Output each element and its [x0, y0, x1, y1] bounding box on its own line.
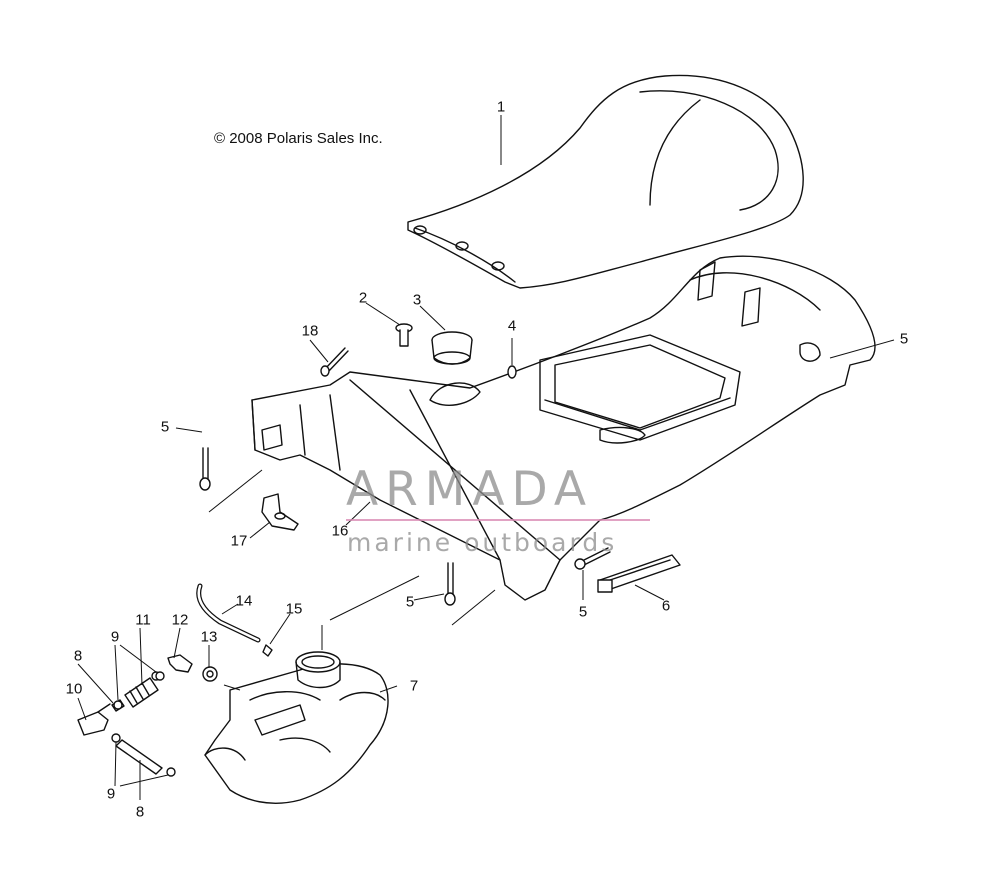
strap	[597, 554, 681, 593]
rivet-right	[574, 547, 611, 570]
bracket	[261, 493, 299, 531]
callout-5-right: 5	[899, 330, 909, 348]
copyright-notice: © 2008 Polaris Sales Inc.	[214, 130, 383, 147]
fuel-cap	[431, 331, 473, 365]
fuel-filter	[124, 671, 161, 708]
callout-8-bottom: 8	[135, 803, 145, 821]
callout-4: 4	[507, 317, 517, 335]
callout-18: 18	[301, 322, 319, 340]
callout-13: 13	[200, 628, 218, 646]
shutoff-valve	[77, 703, 111, 736]
callout-11: 11	[135, 611, 151, 629]
callout-9-bottom: 9	[106, 785, 116, 803]
elbow-fitting	[167, 654, 193, 673]
clamp-c	[111, 733, 121, 743]
watermark-tagline: marine outboards	[347, 528, 618, 557]
rivet-left	[199, 447, 211, 491]
clamp-a	[113, 700, 123, 710]
callout-6: 6	[661, 597, 671, 615]
rear-body-tub	[251, 255, 876, 601]
callout-7: 7	[409, 677, 419, 695]
callout-8-top: 8	[73, 647, 83, 665]
callout-1: 1	[496, 98, 506, 116]
fuel-line	[115, 739, 163, 775]
watermark-rule	[346, 519, 650, 521]
small-bolt	[507, 365, 517, 379]
rivet-center	[444, 562, 456, 606]
callout-2: 2	[358, 289, 368, 307]
seat-cushion	[407, 74, 804, 289]
bolt	[395, 323, 413, 347]
watermark-brand: ARMADA	[346, 462, 594, 517]
callout-12: 12	[171, 611, 189, 629]
callout-5-center: 5	[405, 593, 415, 611]
callout-14: 14	[235, 592, 253, 610]
fuel-tank	[204, 651, 389, 804]
callout-9-top: 9	[110, 628, 120, 646]
leader-lines	[77, 115, 895, 800]
callout-16: 16	[331, 522, 349, 540]
callout-5-strap: 5	[578, 603, 588, 621]
hose-clamp	[262, 644, 273, 657]
clamp-d	[166, 767, 176, 777]
vent-hose	[196, 583, 261, 643]
callout-3: 3	[412, 291, 422, 309]
callout-5-left: 5	[160, 418, 170, 436]
callout-15: 15	[285, 600, 303, 618]
clamp-b	[155, 671, 165, 681]
grommet	[202, 666, 218, 682]
callout-17: 17	[230, 532, 248, 550]
callout-10: 10	[65, 680, 83, 698]
rivet	[320, 347, 349, 377]
